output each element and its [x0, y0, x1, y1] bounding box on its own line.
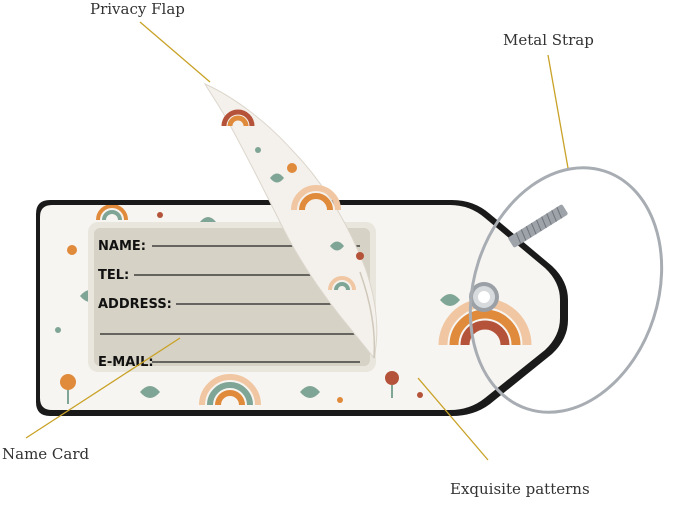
name-card-leader — [25, 337, 181, 439]
privacy-flap-leader — [139, 21, 211, 83]
tel-field-label: TEL: — [98, 268, 129, 283]
tulip-motif — [60, 374, 76, 390]
name-field-label: NAME: — [98, 239, 146, 254]
leaf-motif — [140, 386, 160, 398]
rainbow-motif — [96, 205, 128, 221]
flap-pattern — [221, 109, 364, 291]
tulip-motif — [385, 371, 399, 385]
tulip-motif — [67, 245, 77, 255]
name-card-window — [94, 228, 370, 366]
name-card: NAME: TEL: ADDRESS: E-MAIL: — [88, 222, 376, 372]
name-card-label: Name Card — [2, 445, 90, 463]
exquisite-patterns-label: Exquisite patterns — [450, 480, 590, 498]
screw-lock — [508, 204, 568, 248]
callout-lines — [25, 21, 569, 461]
exquisite-patterns-leader — [417, 377, 489, 461]
steel-cable-loop — [468, 166, 664, 414]
email-field-label: E-MAIL: — [98, 355, 154, 370]
leaf-motif — [440, 294, 460, 306]
metal-strap — [468, 166, 664, 414]
tag-pattern — [55, 205, 532, 406]
address-field-label: ADDRESS: — [98, 297, 172, 312]
leaf-motif — [300, 386, 320, 398]
privacy-flap — [203, 82, 378, 360]
rainbow-motif — [199, 374, 261, 406]
metal-strap-label: Metal Strap — [503, 31, 594, 49]
metal-strap-leader — [547, 54, 569, 169]
privacy-flap-label: Privacy Flap — [90, 0, 185, 18]
